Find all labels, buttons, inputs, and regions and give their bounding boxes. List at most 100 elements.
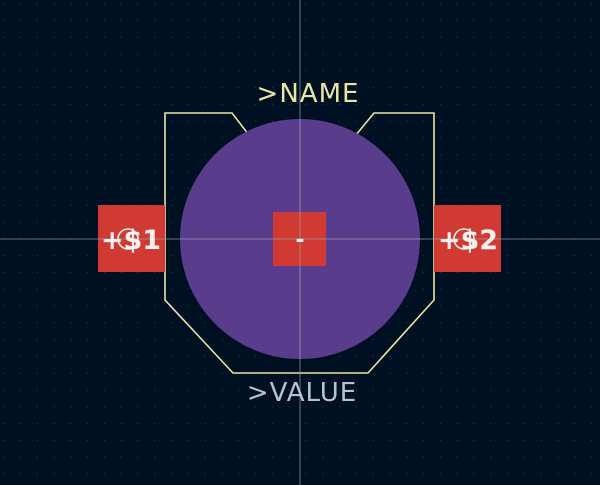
- grid-dot: [389, 70, 391, 72]
- grid-dot: [3, 187, 5, 189]
- grid-dot: [540, 389, 542, 391]
- grid-dot: [355, 423, 357, 425]
- name-label[interactable]: >NAME: [257, 79, 360, 109]
- grid-dot: [439, 423, 441, 425]
- grid-dot: [238, 103, 240, 105]
- grid-dot: [490, 288, 492, 290]
- grid-dot: [70, 372, 72, 374]
- grid-dot: [473, 154, 475, 156]
- grid-dot: [87, 271, 89, 273]
- grid-dot: [221, 423, 223, 425]
- grid-dot: [187, 322, 189, 324]
- pad-1[interactable]: [98, 205, 165, 272]
- grid-dot: [137, 19, 139, 21]
- grid-dot: [439, 372, 441, 374]
- grid-dot: [255, 439, 257, 441]
- grid-dot: [557, 3, 559, 5]
- grid-dot: [591, 288, 593, 290]
- grid-dot: [305, 473, 307, 475]
- grid-dot: [372, 372, 374, 374]
- grid-dot: [490, 473, 492, 475]
- grid-dot: [19, 473, 21, 475]
- grid-dot: [406, 154, 408, 156]
- grid-dot: [557, 120, 559, 122]
- value-label[interactable]: >VALUE: [247, 378, 357, 408]
- grid-dot: [137, 103, 139, 105]
- grid-dot: [204, 322, 206, 324]
- grid-dot: [473, 87, 475, 89]
- grid-dot: [322, 36, 324, 38]
- grid-dot: [19, 423, 21, 425]
- grid-dot: [439, 288, 441, 290]
- grid-dot: [70, 154, 72, 156]
- grid-dot: [171, 53, 173, 55]
- grid-dot: [70, 288, 72, 290]
- grid-dot: [523, 137, 525, 139]
- grid-dot: [490, 439, 492, 441]
- grid-dot: [322, 406, 324, 408]
- grid-dot: [355, 103, 357, 105]
- grid-dot: [339, 36, 341, 38]
- grid-dot: [389, 372, 391, 374]
- grid-dot: [120, 103, 122, 105]
- grid-dot: [456, 288, 458, 290]
- grid-dot: [523, 120, 525, 122]
- grid-dot: [187, 355, 189, 357]
- grid-dot: [154, 339, 156, 341]
- grid-dot: [255, 406, 257, 408]
- grid-dot: [540, 171, 542, 173]
- grid-dot: [271, 406, 273, 408]
- grid-dot: [339, 389, 341, 391]
- grid-dot: [456, 355, 458, 357]
- grid-dot: [171, 372, 173, 374]
- grid-dot: [120, 473, 122, 475]
- grid-dot: [423, 305, 425, 307]
- grid-dot: [171, 355, 173, 357]
- grid-dot: [271, 3, 273, 5]
- grid-dot: [591, 439, 593, 441]
- grid-dot: [70, 87, 72, 89]
- grid-dot: [574, 339, 576, 341]
- grid-dot: [355, 355, 357, 357]
- grid-dot: [120, 19, 122, 21]
- grid-dot: [406, 87, 408, 89]
- grid-dot: [36, 87, 38, 89]
- grid-dot: [187, 87, 189, 89]
- grid-dot: [19, 3, 21, 5]
- grid-dot: [423, 255, 425, 257]
- grid-dot: [490, 87, 492, 89]
- grid-dot: [154, 87, 156, 89]
- grid-dot: [255, 103, 257, 105]
- grid-dot: [53, 439, 55, 441]
- grid-dot: [523, 171, 525, 173]
- grid-dot: [473, 171, 475, 173]
- grid-dot: [322, 70, 324, 72]
- grid-dot: [271, 439, 273, 441]
- grid-dot: [120, 322, 122, 324]
- grid-dot: [120, 339, 122, 341]
- grid-dot: [591, 456, 593, 458]
- grid-dot: [53, 53, 55, 55]
- grid-dot: [204, 456, 206, 458]
- grid-dot: [355, 3, 357, 5]
- grid-dot: [523, 322, 525, 324]
- grid-dot: [523, 406, 525, 408]
- grid-dot: [3, 87, 5, 89]
- grid-dot: [19, 70, 21, 72]
- grid-dot: [87, 255, 89, 257]
- grid-dot: [540, 87, 542, 89]
- grid-dot: [507, 271, 509, 273]
- grid-dot: [490, 305, 492, 307]
- grid-dot: [423, 322, 425, 324]
- grid-dot: [154, 372, 156, 374]
- grid-dot: [221, 389, 223, 391]
- grid-dot: [19, 355, 21, 357]
- pad-2[interactable]: [434, 205, 501, 272]
- grid-dot: [70, 255, 72, 257]
- grid-dot: [120, 355, 122, 357]
- pad-2-label: +$2: [438, 225, 498, 256]
- grid-dot: [3, 339, 5, 341]
- grid-dot: [187, 103, 189, 105]
- grid-dot: [456, 187, 458, 189]
